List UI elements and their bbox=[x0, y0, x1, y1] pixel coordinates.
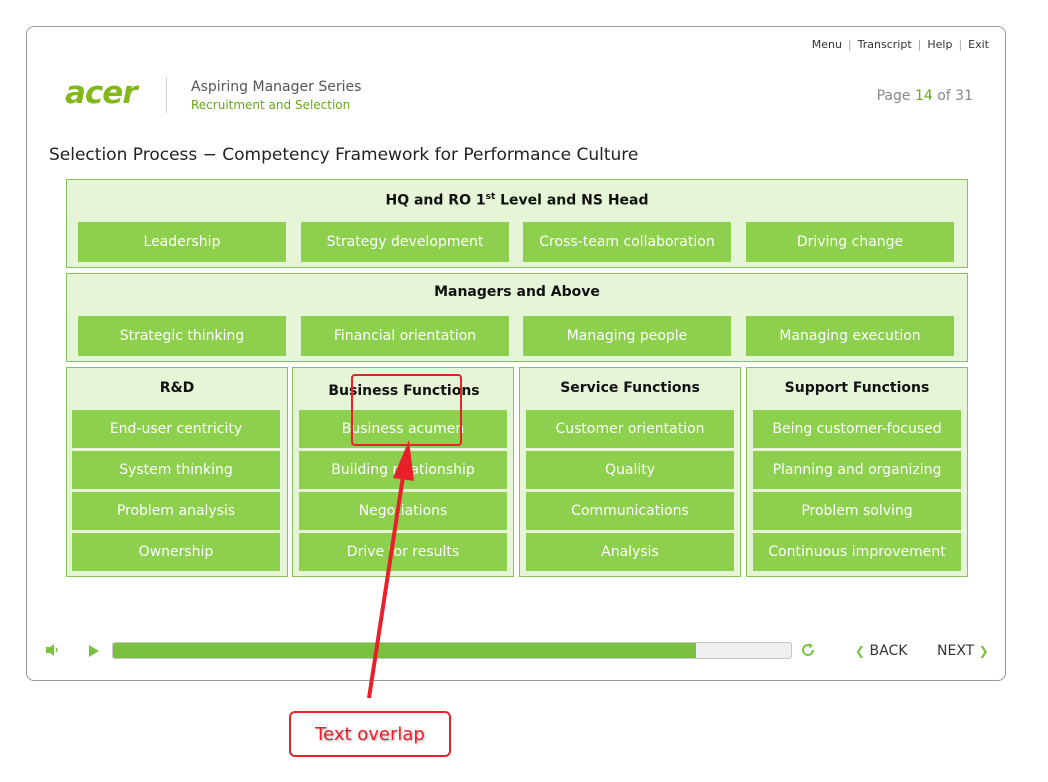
competency-tile: Driving change bbox=[746, 222, 954, 262]
hq-panel-title: HQ and RO 1st Level and NS Head bbox=[385, 192, 649, 209]
annotation-label: Text overlap bbox=[289, 711, 451, 757]
managers-panel-title: Managers and Above bbox=[434, 284, 600, 300]
competency-tile: Financial orientation bbox=[301, 316, 509, 356]
support-functions-column: Support Functions Being customer-focused… bbox=[746, 367, 968, 577]
progress-bar[interactable] bbox=[112, 642, 792, 659]
volume-icon[interactable] bbox=[45, 643, 61, 657]
competency-tile: End-user centricity bbox=[72, 410, 280, 448]
column-title: Service Functions bbox=[560, 380, 700, 396]
slide-title: Selection Process − Competency Framework… bbox=[49, 145, 639, 165]
link-separator: | bbox=[958, 38, 963, 51]
competency-tile: Drive for results bbox=[299, 533, 507, 571]
competency-tile: Business acumen bbox=[299, 410, 507, 448]
service-functions-column: Service Functions Customer orientation Q… bbox=[519, 367, 741, 577]
column-title: Business Functions bbox=[328, 383, 480, 399]
next-button[interactable]: NEXT ❯ bbox=[937, 643, 989, 659]
link-separator: | bbox=[847, 38, 852, 51]
help-link[interactable]: Help bbox=[927, 38, 953, 51]
column-title: R&D bbox=[159, 380, 195, 396]
transcript-link[interactable]: Transcript bbox=[857, 38, 912, 51]
play-icon[interactable] bbox=[88, 644, 100, 658]
overlap-highlight-box bbox=[351, 374, 462, 446]
menu-link[interactable]: Menu bbox=[811, 38, 842, 51]
page-label: Page bbox=[876, 88, 911, 104]
competency-tile: Communications bbox=[526, 492, 734, 530]
competency-tile: Managing execution bbox=[746, 316, 954, 356]
header-divider bbox=[166, 77, 167, 113]
competency-tile: Cross-team collaboration bbox=[523, 222, 731, 262]
page-current: 14 bbox=[914, 88, 933, 104]
competency-tile: Being customer-focused bbox=[753, 410, 961, 448]
competency-tile: Negotiations bbox=[299, 492, 507, 530]
competency-tile: Managing people bbox=[523, 316, 731, 356]
series-subtitle: Recruitment and Selection bbox=[191, 98, 351, 112]
progress-fill bbox=[113, 643, 697, 658]
hq-level-panel: HQ and RO 1st Level and NS Head Leadersh… bbox=[66, 179, 968, 268]
competency-tile: Problem solving bbox=[753, 492, 961, 530]
competency-tile: Continuous improvement bbox=[753, 533, 961, 571]
course-player-frame: Menu | Transcript | Help | Exit acer Asp… bbox=[26, 26, 1006, 681]
competency-tile: Planning and organizing bbox=[753, 451, 961, 489]
page-total: of 31 bbox=[937, 88, 973, 104]
competency-tile: Analysis bbox=[526, 533, 734, 571]
back-button[interactable]: ❮ BACK bbox=[855, 643, 908, 659]
competency-tile: Strategy development bbox=[301, 222, 509, 262]
acer-logo: acer bbox=[65, 75, 138, 111]
managers-panel: Managers and Above Strategic thinking Fi… bbox=[66, 273, 968, 362]
competency-tile: Leadership bbox=[78, 222, 286, 262]
competency-tile: Problem analysis bbox=[72, 492, 280, 530]
competency-tile: Ownership bbox=[72, 533, 280, 571]
competency-tile: Quality bbox=[526, 451, 734, 489]
column-title: Support Functions bbox=[784, 380, 930, 396]
page-counter: Page 14 of 31 bbox=[877, 88, 973, 104]
chevron-right-icon: ❯ bbox=[978, 644, 989, 658]
competency-tile: Customer orientation bbox=[526, 410, 734, 448]
chevron-left-icon: ❮ bbox=[855, 644, 866, 658]
replay-icon[interactable] bbox=[800, 642, 816, 658]
series-title: Aspiring Manager Series bbox=[191, 79, 362, 95]
competency-tile: Strategic thinking bbox=[78, 316, 286, 356]
link-separator: | bbox=[917, 38, 922, 51]
exit-link[interactable]: Exit bbox=[968, 38, 989, 51]
competency-tile: System thinking bbox=[72, 451, 280, 489]
top-links: Menu | Transcript | Help | Exit bbox=[812, 38, 989, 51]
rnd-column: R&D End-user centricity System thinking … bbox=[66, 367, 288, 577]
